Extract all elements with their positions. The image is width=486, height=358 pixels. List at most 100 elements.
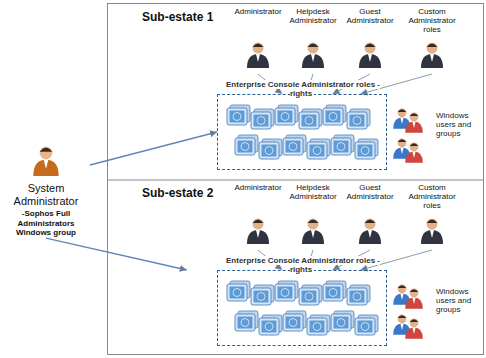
person-collar — [430, 54, 434, 62]
screen-globe — [337, 143, 345, 151]
monitor-frame — [283, 138, 303, 155]
rights-text: Enterprise Console Administrator roles -… — [224, 256, 380, 274]
monitor-frame — [355, 318, 375, 335]
screen-globe — [337, 319, 345, 327]
person-hair — [410, 143, 419, 146]
person-head — [410, 142, 419, 151]
connector-arrow — [46, 238, 187, 270]
person-hair — [410, 319, 419, 322]
monitor-screen — [262, 321, 277, 333]
admin-role-node: Custom Administrator roles — [403, 184, 461, 250]
person-head — [308, 219, 319, 230]
outer-frame — [108, 4, 484, 355]
person-collar — [400, 324, 403, 330]
monitor-screen — [358, 321, 373, 333]
computer-icon — [283, 135, 306, 155]
computer-icon — [331, 135, 354, 155]
person-icon — [405, 142, 423, 162]
computer-group-box: Enterprise Console Administrator roles -… — [217, 94, 387, 170]
person-hair — [427, 44, 438, 48]
person-icon — [421, 219, 443, 245]
rights-label: Enterprise Console Administrator roles -… — [218, 80, 386, 98]
person-collar — [412, 328, 415, 334]
monitor-screen — [286, 317, 301, 329]
role-label: Custom Administrator roles — [403, 8, 461, 34]
computer-icon — [307, 315, 330, 335]
computer-icon — [275, 105, 298, 125]
computer-icon — [259, 315, 282, 335]
admin-role-node: Helpdesk Administrator — [284, 184, 342, 250]
person-hair — [40, 148, 53, 152]
person-body — [359, 54, 381, 68]
screen-globe — [289, 319, 297, 327]
screen-globe — [265, 147, 273, 155]
estate-title: Sub-estate 2 — [142, 186, 213, 200]
admin-role-node: Helpdesk Administrator — [284, 8, 342, 74]
person-collar — [311, 54, 315, 62]
monitor-frame — [227, 284, 247, 301]
person-collar — [412, 122, 415, 128]
monitor-screen — [326, 287, 341, 299]
person-body — [405, 328, 423, 339]
monitor-screen — [310, 321, 325, 333]
person-head — [365, 219, 376, 230]
monitor-frame — [227, 108, 247, 125]
person-hair — [427, 220, 438, 224]
person-icon — [421, 43, 443, 69]
monitor-screen — [302, 291, 317, 303]
person-icon — [359, 219, 381, 245]
person-body — [359, 230, 381, 244]
person-head — [398, 314, 407, 323]
person-head — [398, 284, 407, 293]
admin-role-node: Administrator — [229, 8, 287, 74]
monitor-screen — [334, 317, 349, 329]
computer-icon — [355, 315, 378, 335]
monitor-screen — [262, 145, 277, 157]
computer-icon — [347, 109, 370, 129]
screen-globe — [289, 143, 297, 151]
estate-title: Sub-estate 1 — [142, 10, 213, 24]
computer-icon — [235, 311, 258, 331]
screen-globe — [305, 293, 313, 301]
admin-group-text: -Sophos Full Administrators Windows grou… — [2, 209, 90, 238]
computer-icon — [275, 281, 298, 301]
monitor-frame — [347, 288, 367, 305]
person-body — [247, 230, 269, 244]
monitor-frame — [307, 318, 327, 335]
person-icon — [405, 288, 423, 308]
computer-icon — [251, 109, 274, 129]
monitor-frame — [347, 112, 367, 129]
computer-icon — [307, 139, 330, 159]
person-body — [33, 160, 58, 176]
admin-role-node: Custom Administrator roles — [403, 8, 461, 74]
monitor-frame — [251, 288, 271, 305]
person-collar — [430, 230, 434, 238]
person-collar — [412, 298, 415, 304]
computer-icon — [259, 139, 282, 159]
role-label: Helpdesk Administrator — [284, 184, 342, 202]
screen-globe — [353, 117, 361, 125]
computer-icon — [331, 311, 354, 331]
person-body — [302, 54, 324, 68]
monitor-screen — [326, 111, 341, 123]
computer-icon — [227, 281, 250, 301]
person-head — [253, 219, 264, 230]
person-head — [365, 43, 376, 54]
screen-globe — [233, 113, 241, 121]
rights-label: Enterprise Console Administrator roles -… — [218, 256, 386, 274]
person-hair — [365, 220, 376, 224]
users-groups-label: Windows users and groups — [436, 112, 480, 138]
screen-globe — [281, 113, 289, 121]
person-head — [398, 108, 407, 117]
screen-globe — [241, 319, 249, 327]
person-collar — [368, 54, 372, 62]
monitor-screen — [254, 115, 269, 127]
person-hair — [253, 220, 264, 224]
monitor-screen — [334, 141, 349, 153]
connector-arrow — [90, 132, 217, 165]
person-hair — [308, 220, 319, 224]
monitor-frame — [275, 108, 295, 125]
person-hair — [410, 113, 419, 116]
person-body — [247, 54, 269, 68]
person-head — [308, 43, 319, 54]
